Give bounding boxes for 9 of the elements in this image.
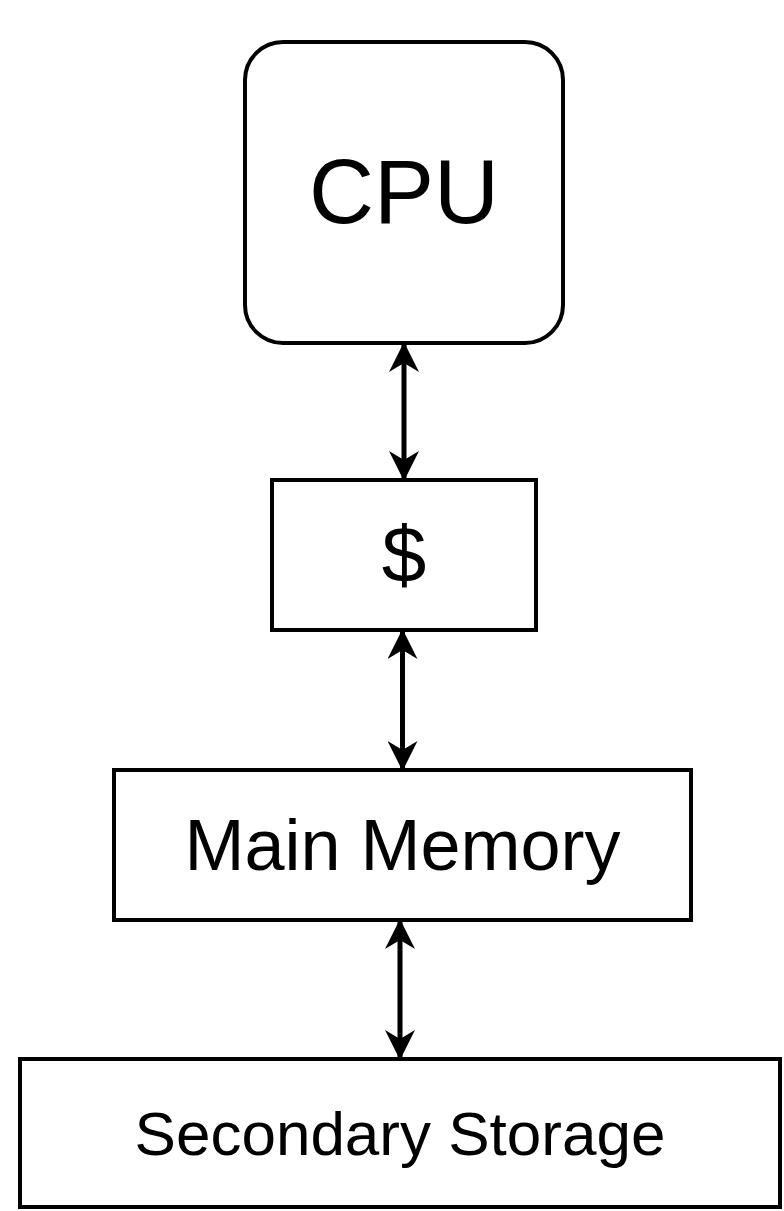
process-box [270,478,538,632]
process-box [18,1057,782,1209]
node-label: Main Memory [184,804,621,886]
arrow [389,342,419,481]
node-label: Secondary Storage [134,1097,666,1169]
node-label: CPU [309,141,499,244]
rounded-box [243,40,565,345]
node-label: $ [381,509,427,601]
process-box [112,768,693,922]
